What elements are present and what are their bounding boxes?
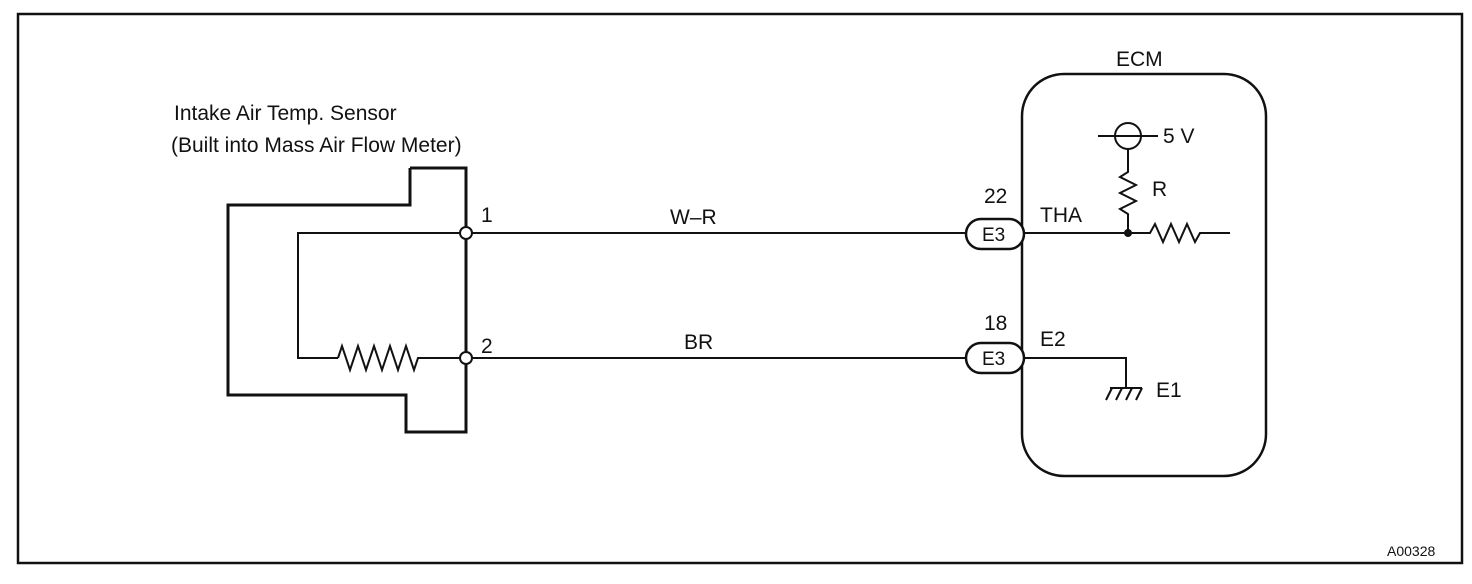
wire-1-color: W–R <box>670 206 717 229</box>
diagram-frame <box>16 12 1464 565</box>
connector-1-pin: 22 <box>984 185 1007 208</box>
e2-label: E2 <box>1040 328 1066 351</box>
ecm-internal-resistor <box>1128 221 1230 245</box>
pullup-resistor-r <box>1117 152 1139 233</box>
connector-2-pin: 18 <box>984 312 1007 335</box>
ground-hatch-1 <box>1105 387 1113 401</box>
ground-hatch-2 <box>1115 387 1123 401</box>
thermistor-resistor <box>337 342 466 374</box>
pin-2-label: 2 <box>481 335 493 358</box>
ecm-title: ECM <box>1116 48 1163 71</box>
ecm-box <box>1020 72 1268 478</box>
sensor-internal-wire <box>297 232 466 359</box>
connector-2-label: E3 <box>982 349 1005 370</box>
sensor-title-line2: (Built into Mass Air Flow Meter) <box>171 134 462 157</box>
connector-1-label: E3 <box>982 225 1005 246</box>
sensor-terminal-2 <box>459 351 473 365</box>
e2-line <box>1024 357 1127 388</box>
supply-label: 5 V <box>1163 125 1195 148</box>
figure-id: A00328 <box>1387 543 1435 559</box>
sensor-terminal-1 <box>459 226 473 240</box>
sensor-housing <box>226 166 468 434</box>
ground-label: E1 <box>1156 379 1182 402</box>
resistor-label: R <box>1152 178 1167 201</box>
ground-hatch-4 <box>1135 387 1143 401</box>
pin-1-label: 1 <box>481 204 493 227</box>
sensor-title-line1: Intake Air Temp. Sensor <box>174 102 397 125</box>
tha-label: THA <box>1040 204 1082 227</box>
ground-hatch-3 <box>1125 387 1133 401</box>
wire-2-color: BR <box>684 331 713 354</box>
